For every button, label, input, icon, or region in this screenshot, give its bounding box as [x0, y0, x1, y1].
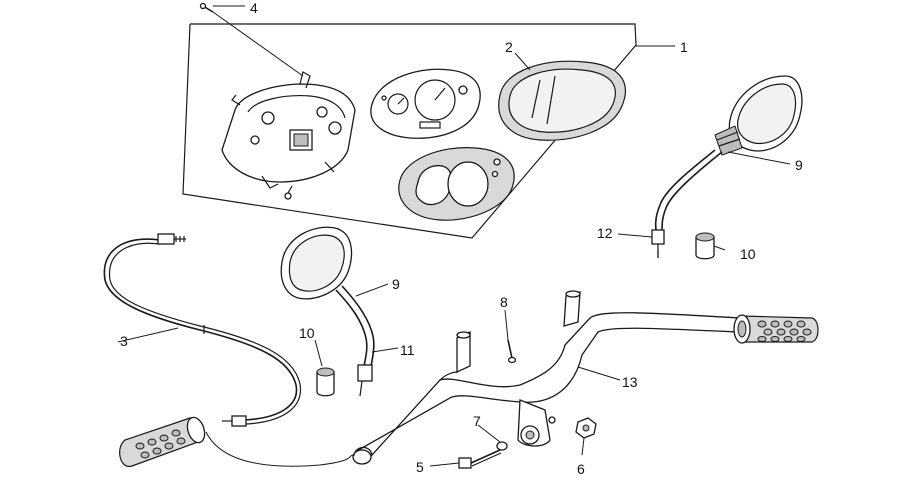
spacer-right: [695, 232, 715, 260]
screw-part-8: [507, 339, 517, 364]
callout-7: 7: [473, 413, 481, 429]
mirror-left: [280, 226, 375, 397]
callout-labels: 4 1 2 3 5 6 7 8 9 9 10 10 11 12 13: [120, 0, 803, 477]
instrument-lens: [498, 60, 626, 141]
callout-10-right: 10: [740, 246, 756, 262]
bolt-part-5: [458, 449, 502, 469]
callout-9-left: 9: [392, 276, 400, 292]
callout-5: 5: [416, 459, 424, 475]
callout-10-left: 10: [299, 325, 315, 341]
spacer-left: [316, 367, 335, 397]
screw-part-4: [199, 2, 304, 77]
leader-lines: [117, 5, 791, 467]
callout-12: 12: [597, 225, 613, 241]
grip-left: [119, 416, 356, 467]
callout-4: 4: [250, 0, 258, 16]
callout-2: 2: [505, 39, 513, 55]
nut-part-6: [575, 417, 597, 439]
grip-right: [733, 314, 819, 344]
instrument-bezel: [398, 147, 515, 221]
instrument-group-outline: [182, 23, 637, 239]
dial-face: [370, 68, 481, 139]
speedometer-cable: [103, 233, 302, 427]
callout-3: 3: [120, 333, 128, 349]
instrument-housing: [221, 71, 356, 200]
callout-8: 8: [500, 294, 508, 310]
callout-6: 6: [577, 461, 585, 477]
callout-13: 13: [622, 374, 638, 390]
washer-part-7: [496, 441, 508, 451]
callout-11: 11: [400, 342, 415, 358]
mirror-right: [651, 75, 803, 258]
handlebar: [352, 290, 741, 465]
callout-1: 1: [680, 39, 688, 55]
callout-9-right: 9: [795, 157, 803, 173]
